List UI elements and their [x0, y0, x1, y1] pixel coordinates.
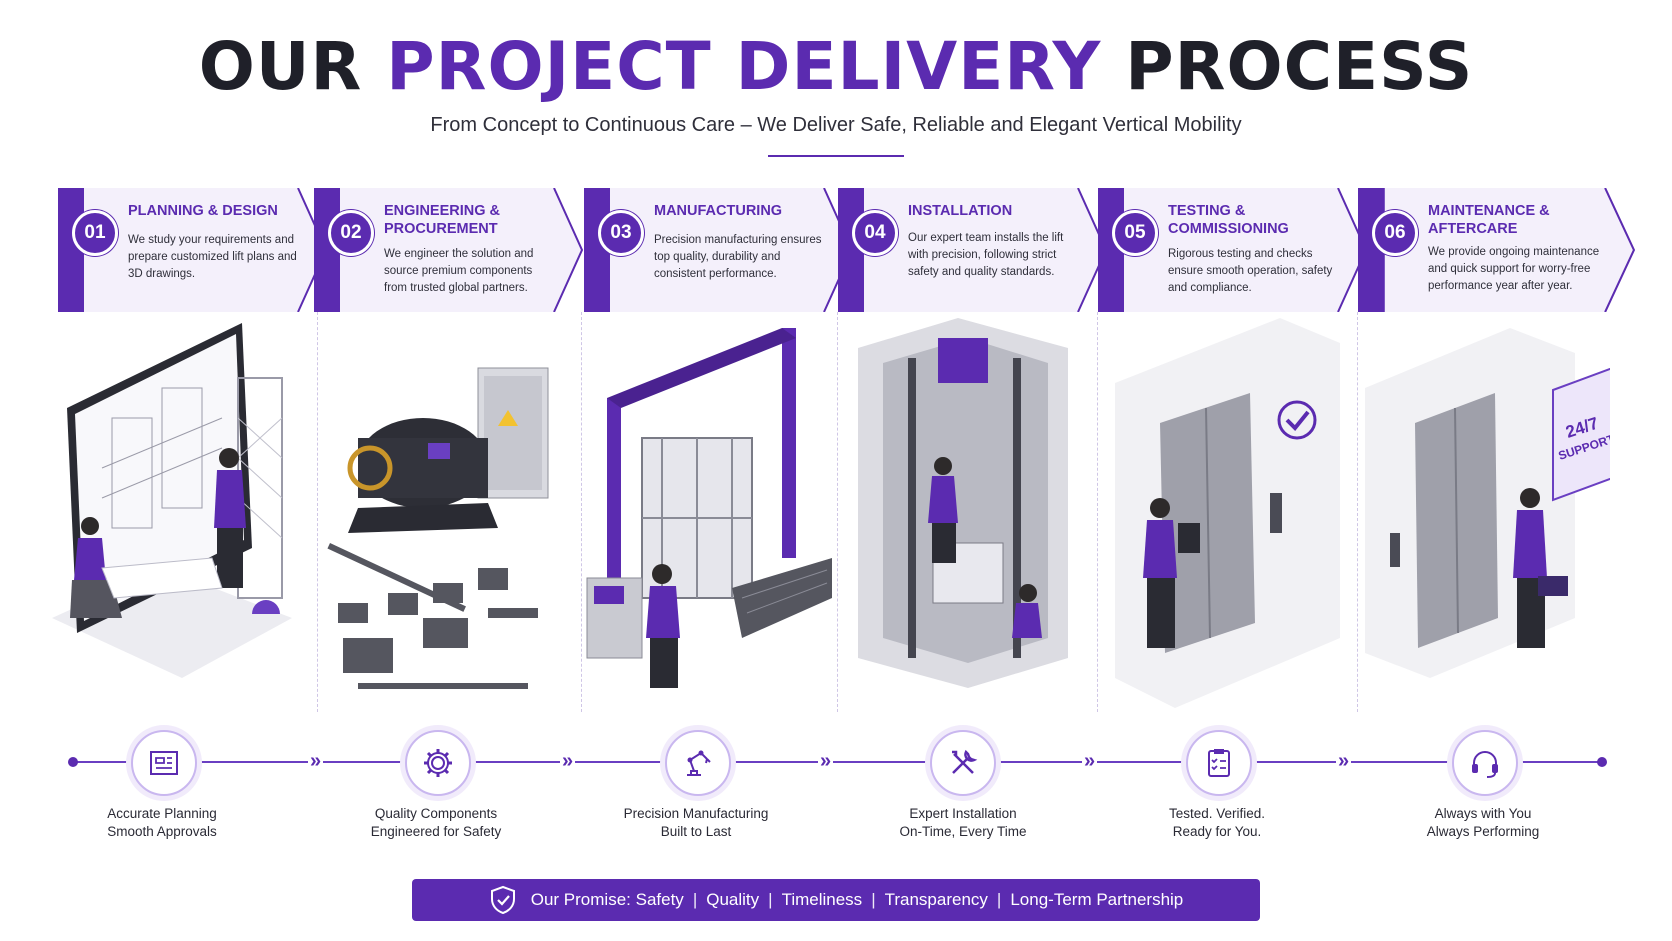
promise-item: Timeliness: [781, 890, 863, 909]
column-separator: [837, 312, 838, 712]
support-sign: 24/7 SUPPORT: [1552, 364, 1619, 502]
blueprint-icon: [131, 730, 197, 796]
step-title: PLANNING & DESIGN: [128, 203, 278, 219]
step-title: INSTALLATION: [908, 203, 1013, 219]
caption-line: Always Performing: [1426, 824, 1540, 839]
promise-separator: |: [996, 890, 1002, 909]
banner-shape: [1098, 188, 1368, 312]
promise-item: Long-Term Partnership: [1010, 890, 1184, 909]
maintenance-scene-graphic: 24/7 SUPPORT: [1365, 328, 1619, 678]
step-description: We provide ongoing maintenance and quick…: [1428, 246, 1600, 292]
step-description: Precision manufacturing ensures top qual…: [654, 234, 822, 280]
caption-line: Always with You: [1434, 806, 1532, 821]
step-number-badge: 06: [1372, 210, 1418, 256]
step-banner-02: 02 ENGINEERING & PROCUREMENT We engineer…: [314, 188, 584, 312]
caption-line: Ready for You.: [1172, 824, 1262, 839]
maintenance-illustration: 24/7 SUPPORT: [1360, 318, 1619, 708]
robot-arm-icon: [665, 730, 731, 796]
caption-line: Engineered for Safety: [370, 824, 502, 839]
step-description: Rigorous testing and checks ensure smoot…: [1168, 248, 1333, 294]
caption-line: Built to Last: [660, 824, 732, 839]
promise-item: Transparency: [884, 890, 988, 909]
banner-shape: [314, 188, 584, 312]
step-banner-03: 03 MANUFACTURING Precision manufacturing…: [584, 188, 854, 312]
step-caption-05: Tested. Verified. Ready for You.: [1097, 805, 1337, 841]
clipboard-check-icon: [1186, 730, 1252, 796]
title-part1: OUR: [198, 28, 363, 105]
timeline-chevron-icon: »: [1082, 749, 1098, 773]
promise-bar: Our Promise: Safety | Quality | Timeliness…: [412, 879, 1260, 921]
step-title: ENGINEERING & PROCUREMENT: [384, 203, 501, 237]
timeline-chevron-icon: »: [560, 749, 576, 773]
engineering-illustration: [318, 318, 568, 708]
step-number-badge: 01: [72, 210, 118, 256]
column-separator: [1097, 312, 1098, 712]
manufacturing-illustration: [582, 318, 832, 708]
step-banner-01: 01 PLANNING & DESIGN We study your requi…: [58, 188, 328, 312]
column-separator: [317, 312, 318, 712]
caption-line: On-Time, Every Time: [899, 824, 1027, 839]
step-banner-04: 04 INSTALLATION Our expert team installs…: [838, 188, 1108, 312]
step-number-badge: 02: [328, 210, 374, 256]
caption-line: Smooth Approvals: [107, 824, 217, 839]
promise-item: Safety: [635, 890, 684, 909]
headset-icon: [1452, 730, 1518, 796]
caption-line: Quality Components: [374, 806, 498, 821]
step-title: MAINTENANCE & AFTERCARE: [1428, 203, 1550, 237]
promise-separator: |: [692, 890, 698, 909]
column-separator: [581, 312, 582, 712]
step-description: We engineer the solution and source prem…: [384, 248, 534, 294]
page-title: OUR PROJECT DELIVERY PROCESS: [0, 28, 1672, 105]
title-divider: [768, 155, 904, 157]
step-number-badge: 03: [598, 210, 644, 256]
planning-design-illustration: [42, 318, 292, 708]
promise-label: Our Promise:: [530, 890, 631, 909]
process-timeline: [70, 761, 1600, 763]
title-accent: PROJECT DELIVERY: [386, 28, 1102, 105]
step-banner-06: 06 MAINTENANCE & AFTERCARE We provide on…: [1358, 188, 1636, 312]
timeline-chevron-icon: »: [1336, 749, 1352, 773]
promise-separator: |: [871, 890, 876, 909]
timeline-end-dot: [1597, 757, 1607, 767]
step-number-badge: 05: [1112, 210, 1158, 256]
step-banner-05: 05 TESTING & COMMISSIONING Rigorous test…: [1098, 188, 1368, 312]
engineering-scene-graphic: [327, 367, 549, 689]
tools-icon: [930, 730, 996, 796]
title-part2: PROCESS: [1125, 28, 1474, 105]
timeline-chevron-icon: »: [308, 749, 324, 773]
caption-line: Accurate Planning: [107, 806, 217, 821]
page-subtitle: From Concept to Continuous Care – We Del…: [430, 114, 1242, 136]
gear-icon: [405, 730, 471, 796]
step-description: Our expert team installs the lift with p…: [908, 232, 1064, 278]
testing-illustration: [1100, 318, 1350, 708]
step-number-badge: 04: [852, 210, 898, 256]
manufacturing-scene-graphic: [586, 328, 832, 688]
timeline-chevron-icon: »: [818, 749, 834, 773]
banner-shape: [838, 188, 1108, 312]
installation-scene-graphic: [858, 318, 1068, 688]
shield-check-icon: [490, 885, 515, 915]
planning-scene-graphic: [52, 323, 292, 678]
caption-line: Tested. Verified.: [1168, 806, 1266, 821]
timeline-start-dot: [68, 757, 78, 767]
step-title: MANUFACTURING: [654, 203, 783, 219]
promise-item: Quality: [706, 890, 760, 909]
promise-separator: |: [768, 890, 773, 909]
step-description: We study your requirements and prepare c…: [128, 234, 297, 280]
caption-line: Expert Installation: [909, 806, 1017, 821]
step-title: TESTING & COMMISSIONING: [1168, 203, 1289, 237]
installation-illustration: [838, 318, 1088, 708]
testing-scene-graphic: [1115, 318, 1340, 708]
column-separator: [1357, 312, 1358, 712]
caption-line: Precision Manufacturing: [623, 806, 769, 821]
